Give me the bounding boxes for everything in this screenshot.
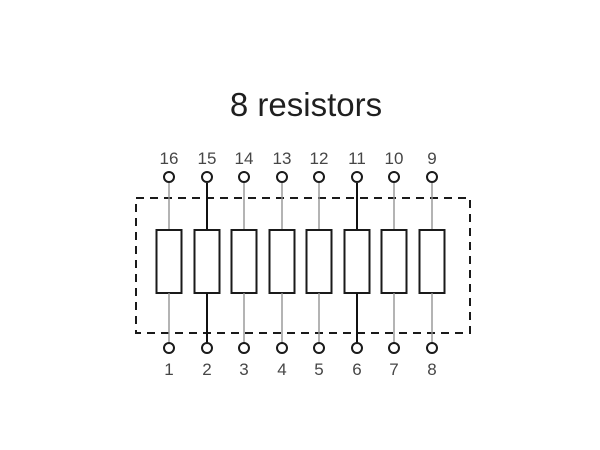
top-pin-terminal <box>201 171 213 183</box>
bottom-pin-terminal <box>276 342 288 354</box>
bottom-pin-label: 1 <box>164 360 173 379</box>
resistor-body <box>418 229 446 294</box>
resistor-body <box>305 229 333 294</box>
resistor-body <box>380 229 408 294</box>
top-pin-terminal <box>426 171 438 183</box>
top-pin-terminal <box>276 171 288 183</box>
resistor-column-3: 14 3 <box>230 149 258 379</box>
resistor-column-2: 15 2 <box>193 149 221 379</box>
top-pin-terminal <box>388 171 400 183</box>
bottom-pin-terminal <box>426 342 438 354</box>
bottom-pin-label: 4 <box>277 360 286 379</box>
top-pin-label: 14 <box>235 149 254 168</box>
top-pin-label: 15 <box>198 149 217 168</box>
bottom-pin-terminal <box>163 342 175 354</box>
resistor-body <box>268 229 296 294</box>
bottom-pin-terminal <box>313 342 325 354</box>
bottom-pin-terminal <box>201 342 213 354</box>
top-pin-terminal <box>351 171 363 183</box>
diagram-title: 8 resistors <box>230 86 382 123</box>
resistor-body <box>193 229 221 294</box>
resistor-column-6: 11 6 <box>343 149 371 379</box>
top-pin-terminal <box>313 171 325 183</box>
resistor-column-8: 9 8 <box>418 149 446 379</box>
resistor-column-7: 10 7 <box>380 149 408 379</box>
top-pin-terminal <box>163 171 175 183</box>
top-pin-label: 16 <box>160 149 179 168</box>
resistor-body <box>155 229 183 294</box>
top-pin-label: 12 <box>310 149 329 168</box>
bottom-pin-terminal <box>351 342 363 354</box>
top-pin-label: 11 <box>348 149 366 168</box>
top-pin-label: 9 <box>427 149 436 168</box>
bottom-pin-terminal <box>388 342 400 354</box>
resistor-body <box>343 229 371 294</box>
resistor-column-4: 13 4 <box>268 149 296 379</box>
top-pin-terminal <box>238 171 250 183</box>
bottom-pin-label: 3 <box>239 360 248 379</box>
resistor-column-1: 16 1 <box>155 149 183 379</box>
resistor-column-5: 12 5 <box>305 149 333 379</box>
bottom-pin-label: 6 <box>352 360 361 379</box>
resistor-body <box>230 229 258 294</box>
package-outline-dashed <box>135 197 471 334</box>
bottom-pin-terminal <box>238 342 250 354</box>
bottom-pin-label: 7 <box>389 360 398 379</box>
bottom-pin-label: 8 <box>427 360 436 379</box>
bottom-pin-label: 2 <box>202 360 211 379</box>
bottom-pin-label: 5 <box>314 360 323 379</box>
top-pin-label: 10 <box>385 149 404 168</box>
top-pin-label: 13 <box>273 149 292 168</box>
